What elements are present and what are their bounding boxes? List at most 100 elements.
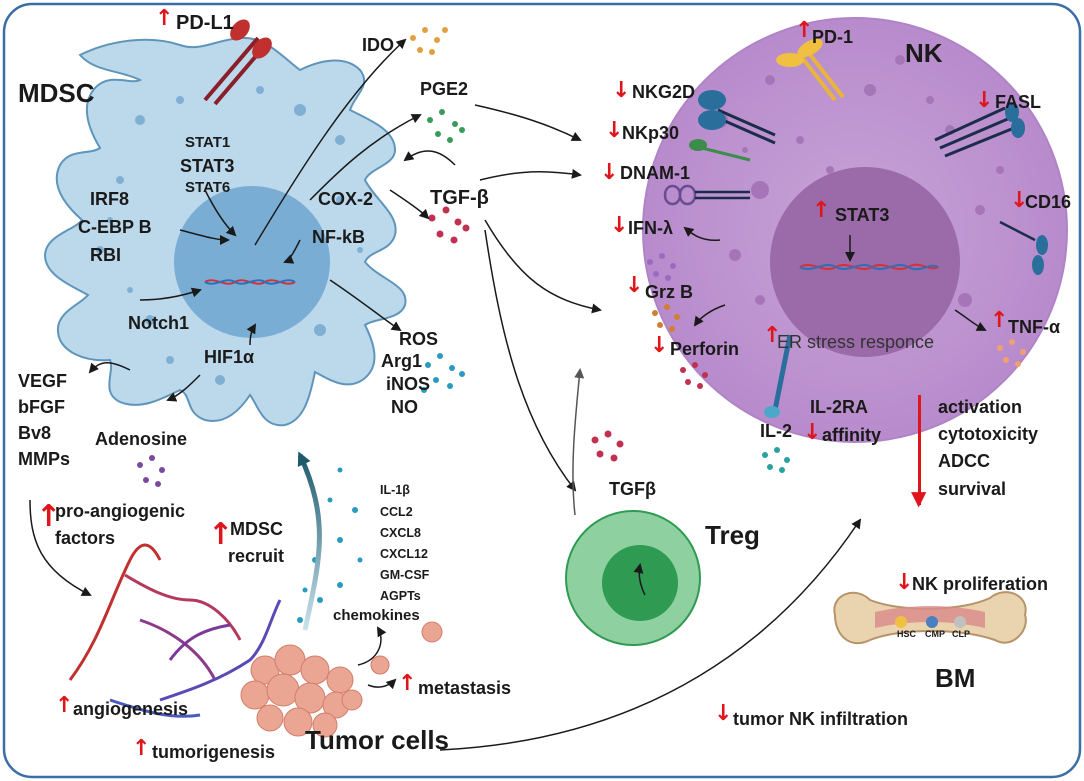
tgfb2-label: TGFβ <box>609 479 656 499</box>
ifn-dots <box>647 253 676 281</box>
function-arrow-head: ▼ <box>911 486 927 510</box>
fasl-receptor <box>934 102 1025 158</box>
pd-1-label: PD-1 <box>812 27 854 47</box>
mdsc-dna <box>204 279 296 285</box>
tumorigenesis-up-arrow: ↑ <box>132 736 151 761</box>
tgfb-label: TGF-β <box>430 187 489 209</box>
nkg2d-receptor <box>698 90 776 145</box>
cd16-receptor <box>999 220 1048 275</box>
irf8-label: IRF8 <box>90 189 130 209</box>
grzb-down-arrow: ↓ <box>625 273 644 298</box>
dnam-1-receptor <box>663 184 750 206</box>
nkp30-down-arrow: ↓ <box>605 118 624 143</box>
metastasis-label: metastasis <box>418 678 512 698</box>
gmcsf-label: GM-CSF <box>380 568 430 582</box>
no-label: NO <box>391 397 418 417</box>
tumorigenesis-label: tumorigenesis <box>152 742 276 762</box>
mdsc-nucleus <box>174 186 330 338</box>
nk-nucleus <box>770 167 960 357</box>
mdsc-recruit-arrow <box>297 451 322 631</box>
ido-label: IDO <box>362 35 395 55</box>
notch1-label: Notch1 <box>128 313 190 333</box>
fasl-label: FASL <box>995 92 1042 112</box>
mdsc-label: MDSC <box>18 78 95 108</box>
activation-label: activation <box>938 397 1023 417</box>
affinity-down-arrow: ↓ <box>803 420 822 445</box>
tumor-nk-inf-label: tumor NK infiltration <box>733 709 908 729</box>
cd16-down-arrow: ↓ <box>1010 188 1029 213</box>
chemokines-label: chemokines <box>333 607 420 624</box>
stat6-label: STAT6 <box>185 179 231 196</box>
tnfa-dots <box>997 339 1026 367</box>
tumor-mass <box>240 621 443 738</box>
stat1-label: STAT1 <box>185 134 231 151</box>
tumor-cells-label: Tumor cells <box>305 725 450 755</box>
perforin-label: Perforin <box>670 339 740 359</box>
nkg2d-down-arrow: ↓ <box>612 78 631 103</box>
clp-label: CLP <box>952 629 970 639</box>
hif1a-label: HIF1α <box>204 347 255 367</box>
dnam-1-down-arrow: ↓ <box>600 160 619 185</box>
cxcl8-label: CXCL8 <box>380 526 421 540</box>
cebp-label: C-EBP B <box>78 217 152 237</box>
grzb-dots <box>652 304 680 332</box>
tgfb-dots <box>428 206 470 244</box>
mdsc-recruit-label-2: recruit <box>228 546 285 566</box>
ido-dots <box>410 27 448 55</box>
ros-label: ROS <box>399 329 439 349</box>
stat3-label: STAT3 <box>180 156 235 176</box>
survival-label: survival <box>938 479 1007 499</box>
pge2-label: PGE2 <box>420 79 469 99</box>
blood-vessels <box>68 543 282 718</box>
mdsc-granules <box>96 86 363 385</box>
il-2ra-label: IL-2RA <box>810 397 868 417</box>
nk-label: NK <box>905 38 943 68</box>
bv8-label: Bv8 <box>18 423 52 443</box>
er-stress-label: ER stress responce <box>777 332 935 352</box>
il-2-label: IL-2 <box>760 421 793 441</box>
pd-1-receptor <box>776 38 845 102</box>
nfkb-label: NF-kB <box>312 227 365 247</box>
angiogenesis-up-arrow: ↑ <box>55 693 74 718</box>
bone-marrow-bone <box>833 591 1027 645</box>
fasl-down-arrow: ↓ <box>975 88 994 113</box>
il-2ra-receptor <box>764 334 793 418</box>
tnfa-label: TNF-α <box>1008 317 1061 337</box>
hsc-label: HSC <box>897 629 917 639</box>
bm-label: BM <box>935 663 976 693</box>
rbi-label: RBI <box>90 245 121 265</box>
dnam-1-label: DNAM-1 <box>620 163 690 183</box>
cytotoxicity-label: cytotoxicity <box>938 424 1039 444</box>
ifn-l-down-arrow: ↓ <box>610 213 629 238</box>
stat3-nk-up-arrow: ↑ <box>812 198 831 223</box>
treg-label: Treg <box>705 520 760 550</box>
cmp-label: CMP <box>925 629 945 639</box>
cxcl12-label: CXCL12 <box>380 547 428 561</box>
tgfb2-dots <box>591 430 624 462</box>
nkp30-label: NKp30 <box>622 123 680 143</box>
er-stress-up-arrow: ↑ <box>763 323 782 348</box>
grzb-label: Grz B <box>645 282 694 302</box>
mmps-label: MMPs <box>18 449 71 469</box>
pro-angio-up-arrow: ↑ <box>36 499 62 534</box>
angiogenesis-label: angiogenesis <box>73 699 189 719</box>
function-down-arrow <box>918 395 921 505</box>
chemokine-dots <box>297 467 363 623</box>
pd-l1-up-arrow: ↑ <box>155 6 174 31</box>
perforin-dots <box>680 362 708 389</box>
nk-prolif-label: NK proliferation <box>912 574 1049 594</box>
ccl2-label: CCL2 <box>380 505 413 519</box>
pro-angio-label-1: pro-angiogenic <box>55 501 185 521</box>
mdsc-recruit-up-arrow: ↑ <box>208 517 234 552</box>
nk-dna <box>799 263 939 271</box>
nkp30-receptor <box>689 139 751 162</box>
arrows <box>29 38 987 751</box>
tumor-nk-inf-down-arrow: ↓ <box>714 701 733 726</box>
pro-angio-label-2: factors <box>55 528 116 548</box>
inos-label: iNOS <box>386 374 431 394</box>
nkg2d-label: NKG2D <box>632 82 696 102</box>
bfgf-label: bFGF <box>18 397 65 417</box>
pd-l1-label: PD-L1 <box>176 12 234 34</box>
adenosine-dots <box>137 455 165 487</box>
